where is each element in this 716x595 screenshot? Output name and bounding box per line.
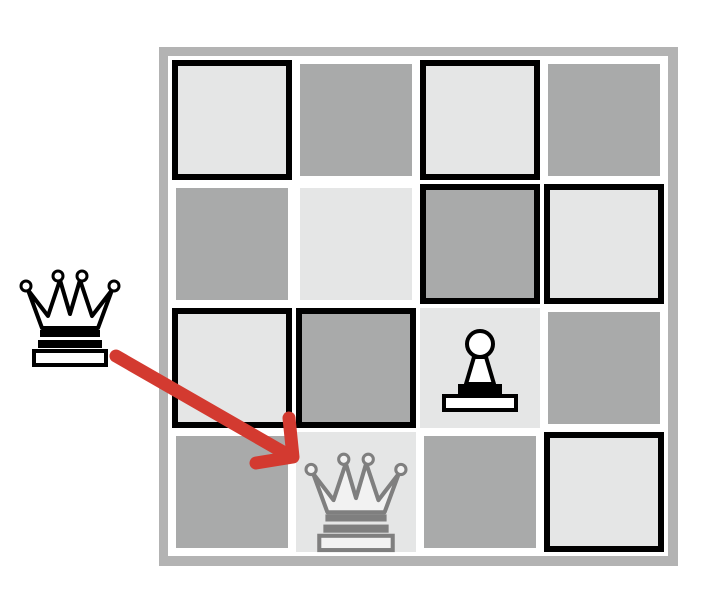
- queen-crown: [311, 461, 401, 515]
- pawn-base: [442, 394, 518, 412]
- board-square[interactable]: [420, 184, 540, 304]
- queen-base: [32, 349, 108, 367]
- queen-base: [317, 533, 395, 553]
- queen-crown: [26, 278, 114, 330]
- queen-band: [38, 340, 102, 348]
- queen-ball: [75, 269, 89, 283]
- square-fill: [548, 64, 660, 176]
- square-fill: [424, 436, 536, 548]
- queen-target-icon: [304, 452, 408, 553]
- board-square[interactable]: [176, 436, 288, 548]
- queen-band: [40, 330, 100, 337]
- board-square[interactable]: [176, 188, 288, 300]
- arrow-icon: [109, 349, 300, 470]
- board-square[interactable]: [544, 432, 664, 552]
- square-fill: [176, 188, 288, 300]
- queen-ball: [304, 462, 318, 477]
- pawn-collar: [458, 384, 502, 394]
- square-fill: [302, 314, 410, 422]
- board-square[interactable]: [296, 308, 416, 428]
- square-fill: [426, 190, 534, 298]
- board-square[interactable]: [300, 188, 412, 300]
- queen-ball: [19, 279, 33, 293]
- queen-ball: [337, 452, 351, 466]
- arrow-shaft: [109, 349, 290, 459]
- queen-band: [323, 524, 389, 533]
- square-fill: [426, 66, 534, 174]
- pawn-head: [465, 329, 495, 359]
- square-fill: [176, 436, 288, 548]
- board-square[interactable]: [424, 436, 536, 548]
- square-fill: [178, 66, 286, 174]
- square-fill: [300, 64, 412, 176]
- board-square[interactable]: [172, 308, 292, 428]
- queen-icon: [19, 269, 121, 367]
- queen-ball: [394, 462, 408, 477]
- board-square[interactable]: [548, 312, 660, 424]
- arrow-head: [249, 411, 300, 470]
- square-fill: [550, 438, 658, 546]
- pawn-icon: [442, 329, 518, 412]
- queen-ball: [107, 279, 121, 293]
- board-square[interactable]: [544, 184, 664, 304]
- chess-board: [172, 60, 664, 553]
- board-square[interactable]: [172, 60, 292, 180]
- queen-band: [325, 514, 387, 522]
- square-fill: [548, 312, 660, 424]
- queen-ball: [361, 452, 375, 466]
- board-square[interactable]: [548, 64, 660, 176]
- square-fill: [550, 190, 658, 298]
- board-square[interactable]: [420, 60, 540, 180]
- square-fill: [300, 188, 412, 300]
- board-square[interactable]: [300, 64, 412, 176]
- queen-ball: [51, 269, 65, 283]
